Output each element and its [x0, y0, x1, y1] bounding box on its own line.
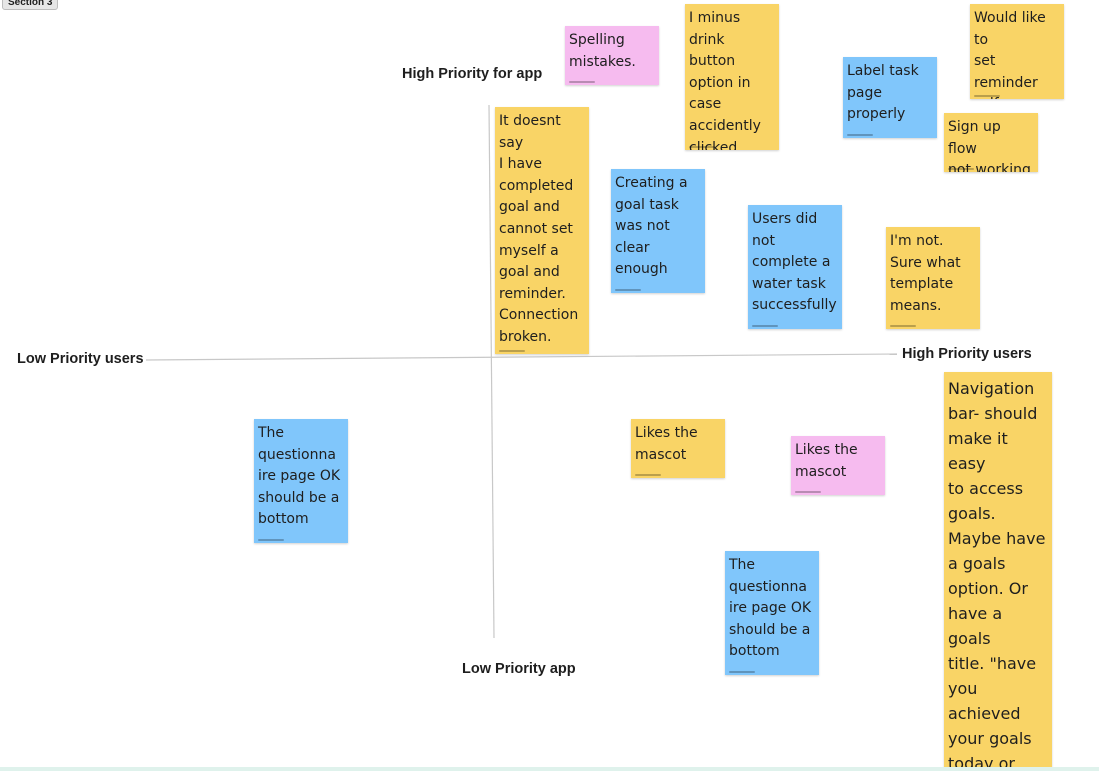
- sticky-note-text: The questionna ire page OK should be a b…: [258, 425, 341, 528]
- sticky-note-text: Likes the mascot: [795, 442, 858, 480]
- vertical-axis-line: [488, 104, 495, 639]
- axis-label-right: High Priority users: [902, 346, 1032, 362]
- sticky-note-author: [729, 671, 755, 673]
- sticky-note-text: Sign up flow not working: [948, 119, 1031, 172]
- sticky-note-author: [615, 289, 641, 291]
- sticky-note-water-task[interactable]: Users did not complete a water task succ…: [748, 205, 842, 329]
- sticky-note-text: Likes the mascot: [635, 425, 698, 463]
- sticky-note-questionnaire-left[interactable]: The questionna ire page OK should be a b…: [254, 419, 348, 543]
- sticky-note-text: Spelling mistakes.: [569, 32, 636, 70]
- sticky-note-text: The questionna ire page OK should be a b…: [729, 557, 812, 660]
- sticky-note-author: [948, 168, 974, 170]
- bottom-edge-strip: [0, 767, 1099, 771]
- sticky-note-author: [890, 325, 916, 327]
- axis-label-left: Low Priority users: [17, 351, 144, 367]
- sticky-note-author: [689, 146, 715, 148]
- sticky-note-author: [635, 474, 661, 476]
- sticky-note-author: [499, 350, 525, 352]
- sticky-note-author: [258, 539, 284, 541]
- sticky-note-mascot-pink[interactable]: Likes the mascot: [791, 436, 885, 495]
- sticky-note-text: Creating a goal task was not clear enoug…: [615, 175, 688, 278]
- sticky-note-reminder-self[interactable]: Would like to set reminder self.: [970, 4, 1064, 99]
- sticky-note-text: Navigation bar- should make it easy to a…: [948, 379, 1046, 771]
- sticky-note-questionnaire-center[interactable]: The questionna ire page OK should be a b…: [725, 551, 819, 675]
- sticky-note-author: [974, 95, 1000, 97]
- sticky-note-creating-goal[interactable]: Creating a goal task was not clear enoug…: [611, 169, 705, 293]
- section-label[interactable]: Section 3: [2, 0, 59, 10]
- sticky-note-label-task[interactable]: Label task page properly: [843, 57, 937, 138]
- sticky-note-minus-drink[interactable]: I minus drink button option in case acci…: [685, 4, 779, 150]
- sticky-note-author: [795, 491, 821, 493]
- sticky-note-author: [569, 81, 595, 83]
- sticky-note-text: I minus drink button option in case acci…: [689, 10, 761, 150]
- axis-label-top: High Priority for app: [402, 66, 543, 82]
- axis-label-bottom: Low Priority app: [462, 661, 576, 677]
- sticky-note-mascot-yellow[interactable]: Likes the mascot: [631, 419, 725, 478]
- sticky-note-signup-flow[interactable]: Sign up flow not working: [944, 113, 1038, 172]
- sticky-note-author: [752, 325, 778, 327]
- sticky-note-text: Would like to set reminder self.: [974, 10, 1046, 99]
- sticky-note-completed-goal[interactable]: It doesnt say I have completed goal and …: [495, 107, 589, 354]
- sticky-note-navigation-bar[interactable]: Navigation bar- should make it easy to a…: [944, 372, 1052, 771]
- sticky-note-template[interactable]: I'm not. Sure what template means.: [886, 227, 980, 329]
- sticky-note-spelling[interactable]: Spelling mistakes.: [565, 26, 659, 85]
- sticky-note-author: [847, 134, 873, 136]
- sticky-note-text: It doesnt say I have completed goal and …: [499, 113, 579, 345]
- horizontal-axis-line: [145, 353, 898, 361]
- sticky-note-text: I'm not. Sure what template means.: [890, 233, 961, 314]
- sticky-note-text: Users did not complete a water task succ…: [752, 211, 837, 314]
- sticky-note-text: Label task page properly: [847, 63, 919, 123]
